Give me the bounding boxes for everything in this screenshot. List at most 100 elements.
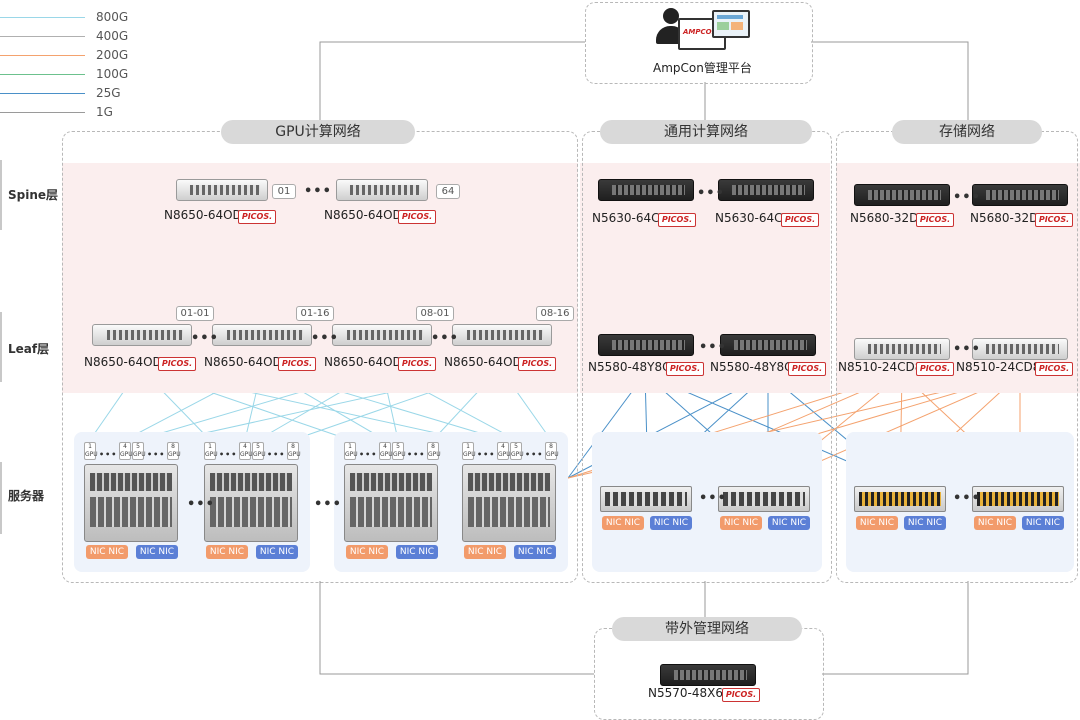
- gpu-label: GPU: [498, 451, 511, 458]
- dashboard-screen-icon: [712, 10, 750, 38]
- gpu-index: 8: [171, 443, 175, 450]
- server-panel: [468, 497, 550, 527]
- switch-ports: [346, 330, 424, 340]
- gpu-label: GPU: [240, 451, 253, 458]
- switch-ports: [106, 330, 184, 340]
- nic-badge: NIC NIC: [136, 545, 178, 559]
- gpu-index: 5: [396, 443, 400, 450]
- nic-badge: NIC NIC: [514, 545, 556, 559]
- picos-logo: PICOS.: [278, 357, 316, 371]
- nic-badge: NIC NIC: [256, 545, 298, 559]
- switch-ports: [612, 185, 686, 195]
- legend-label: 200G: [96, 48, 129, 62]
- ellipsis-icon: •••: [953, 342, 981, 357]
- server-panel: [350, 497, 432, 527]
- switch-ports: [189, 185, 260, 195]
- switch-model-label: N5630-64C: [715, 211, 783, 225]
- ellipsis-icon: •••: [431, 331, 459, 346]
- server-panel: [210, 497, 292, 527]
- legend-item: 25G: [0, 84, 135, 103]
- ellipsis-icon: •••: [699, 491, 727, 506]
- gpu-label: GPU: [345, 451, 358, 458]
- ellipsis-icon: •••: [311, 331, 339, 346]
- ellipsis-icon: •••: [267, 450, 286, 459]
- legend-label: 25G: [96, 86, 121, 100]
- gpu-leaf-switch: [212, 324, 312, 346]
- gpu-label: GPU: [393, 451, 406, 458]
- gpu-index: 1: [348, 443, 352, 450]
- ellipsis-icon: •••: [477, 450, 496, 459]
- gpu-label: GPU: [546, 451, 559, 458]
- picos-logo: PICOS.: [1035, 362, 1073, 376]
- general-spine-switch: [598, 179, 694, 201]
- nic-badge: NIC NIC: [768, 516, 810, 530]
- server-panel: [350, 473, 432, 491]
- nic-badge: NIC NIC: [856, 516, 898, 530]
- storage-network-title: 存储网络: [892, 120, 1042, 144]
- legend-item: 100G: [0, 65, 135, 84]
- legend-item: 200G: [0, 46, 135, 65]
- server-layer-bar: [0, 462, 2, 534]
- spine-layer-label: Spine层: [8, 188, 59, 202]
- switch-model-label: N5570-48X6C: [648, 686, 732, 700]
- switch-index-tag: 01: [272, 184, 296, 199]
- legend-line: [0, 93, 85, 94]
- gpu-index: 5: [256, 443, 260, 450]
- general-leaf-switch: [720, 334, 816, 356]
- gpu-index: 1: [88, 443, 92, 450]
- gpu-label: GPU: [253, 451, 266, 458]
- storage-leaf-switch: [854, 338, 950, 360]
- switch-ports: [674, 670, 748, 680]
- switch-ports: [226, 330, 304, 340]
- switch-ports: [986, 190, 1060, 200]
- legend-label: 1G: [96, 105, 113, 119]
- nic-badge: NIC NIC: [904, 516, 946, 530]
- picos-logo: PICOS.: [658, 213, 696, 227]
- nic-badge: NIC NIC: [1022, 516, 1064, 530]
- server-layer-label: 服务器: [8, 489, 45, 503]
- gpu-spine-switch: [336, 179, 428, 201]
- switch-model-label: N5630-64C: [592, 211, 660, 225]
- gpu-label: GPU: [511, 451, 524, 458]
- ellipsis-icon: •••: [304, 184, 332, 199]
- gpu-index: 4: [501, 443, 505, 450]
- ellipsis-icon: •••: [147, 450, 166, 459]
- switch-index-tag: 64: [436, 184, 460, 199]
- legend-item: 1G: [0, 103, 135, 122]
- nic-badge: NIC NIC: [396, 545, 438, 559]
- gpu-index: 1: [208, 443, 212, 450]
- switch-index-tag: 01-01: [176, 306, 214, 321]
- switch-ports: [986, 344, 1060, 354]
- switch-model-label: N8510-24CD8D: [956, 360, 1050, 374]
- picos-logo: PICOS.: [916, 362, 954, 376]
- switch-model-label: N5580-48Y8C: [588, 360, 671, 374]
- gpu-server: [204, 464, 298, 542]
- ellipsis-icon: •••: [99, 450, 118, 459]
- ellipsis-icon: •••: [219, 450, 238, 459]
- management-link: [822, 581, 969, 675]
- switch-model-label: N5680-32D: [850, 211, 919, 225]
- ellipsis-icon: •••: [953, 190, 981, 205]
- switch-model-label: N8650-64OD: [444, 355, 522, 369]
- legend-item: 800G: [0, 8, 135, 27]
- ellipsis-icon: •••: [699, 340, 727, 355]
- server-panel: [210, 473, 292, 491]
- picos-logo: PICOS.: [158, 357, 196, 371]
- gpu-label: GPU: [85, 451, 98, 458]
- legend-label: 800G: [96, 10, 129, 24]
- server-panel: [90, 497, 172, 527]
- ellipsis-icon: •••: [407, 450, 426, 459]
- switch-model-label: N8650-64OD: [84, 355, 162, 369]
- gpu-server: [462, 464, 556, 542]
- gpu-server: [84, 464, 178, 542]
- spine-layer-bar: [0, 160, 2, 230]
- ampcon-box: [585, 2, 813, 84]
